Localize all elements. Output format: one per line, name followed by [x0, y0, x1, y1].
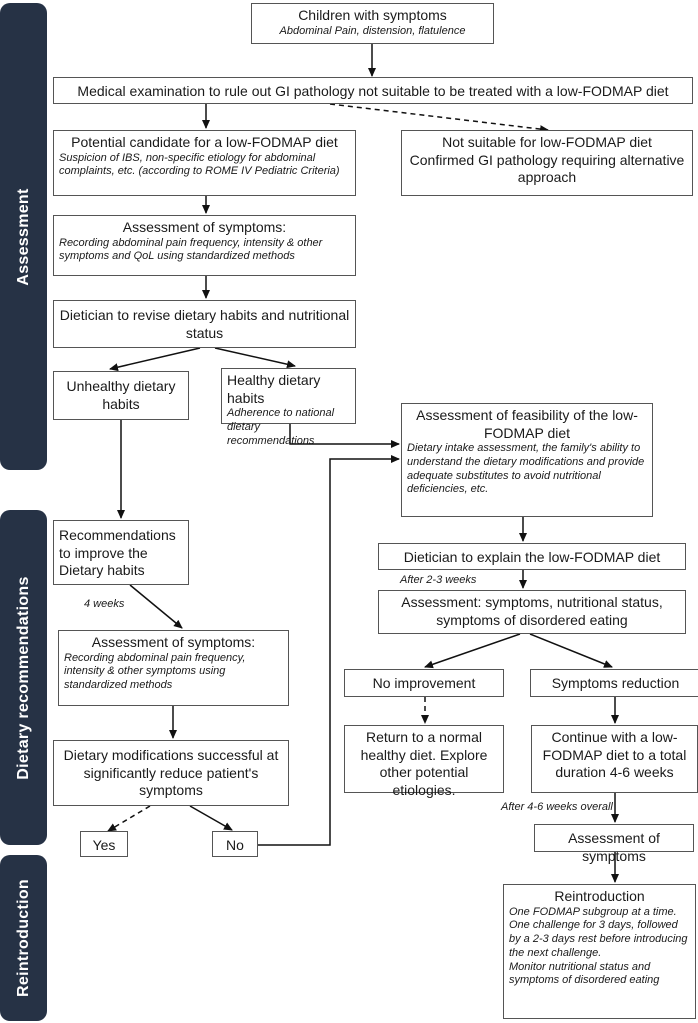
reintroduction-sub3: Monitor nutritional status and symptoms …	[509, 960, 660, 987]
assessment-symptoms-4-title: Assessment of symptoms	[568, 830, 660, 864]
reintroduction-sub2: One challenge for 3 days, followed by a …	[509, 919, 688, 959]
dietary-side-label: Dietary recommendations	[0, 510, 47, 845]
arrow-assess3-noimprovement	[424, 633, 521, 669]
return-title: Return to a normal healthy diet. Explore…	[360, 729, 488, 798]
explain-title: Dietician to explain the low-FODMAP diet	[403, 549, 661, 565]
after-4-6-weeks-label: After 4-6 weeks overall	[501, 801, 613, 813]
continue-box: Continue with a low-FODMAP diet to a tot…	[531, 725, 698, 793]
assessment-symptoms-2-sub: Recording abdominal pain frequency, inte…	[64, 651, 246, 692]
healthy-sub: Adherence to national dietary recommenda…	[227, 407, 335, 447]
medical-exam-box: Medical examination to rule out GI patho…	[53, 77, 693, 104]
modifications-title: Dietary modifications successful at sign…	[63, 747, 279, 798]
assessment-status-title: Assessment: symptoms, nutritional status…	[401, 594, 663, 628]
feasibility-title: Assessment of feasibility of the low-FOD…	[416, 407, 638, 441]
modifications-box: Dietary modifications successful at sign…	[53, 740, 289, 806]
not-suitable-line1: Not suitable for low-FODMAP diet	[442, 134, 652, 150]
yes-title: Yes	[92, 837, 116, 853]
symptoms-reduction-title: Symptoms reduction	[551, 675, 680, 691]
reintroduction-side-label: Reintroduction	[0, 855, 47, 1021]
explain-box: Dietician to explain the low-FODMAP diet	[378, 543, 686, 570]
after-2-3-weeks-label: After 2-3 weeks	[400, 574, 477, 586]
assessment-symptoms-2-title: Assessment of symptoms:	[91, 634, 256, 650]
candidate-box: Potential candidate for a low-FODMAP die…	[53, 130, 356, 196]
arrow-recommend-assess2	[129, 584, 183, 629]
arrow-dietician-healthy	[214, 347, 296, 369]
unhealthy-box: Unhealthy dietary habits	[53, 371, 189, 420]
candidate-title: Potential candidate for a low-FODMAP die…	[71, 134, 338, 150]
arrow-healthy-feasibility	[289, 424, 400, 448]
assessment-side-label: Assessment	[0, 3, 47, 470]
not-suitable-box: Not suitable for low-FODMAP diet Confirm…	[401, 130, 693, 196]
continue-title: Continue with a low-FODMAP diet to a tot…	[542, 729, 687, 780]
arrow-no-feasibility	[258, 455, 400, 846]
medical-exam-title: Medical examination to rule out GI patho…	[77, 83, 669, 99]
candidate-sub: Suspicion of IBS, non-specific etiology …	[59, 151, 340, 178]
healthy-box: Healthy dietary habits Adherence to nati…	[221, 368, 356, 447]
return-box: Return to a normal healthy diet. Explore…	[344, 725, 504, 798]
no-improvement-title: No improvement	[372, 675, 476, 691]
children-sub: Abdominal Pain, distension, flatulence	[279, 24, 466, 37]
no-title: No	[226, 837, 244, 853]
children-box: Children with symptoms Abdominal Pain, d…	[251, 3, 494, 44]
assessment-symptoms-1-title: Assessment of symptoms:	[122, 219, 287, 235]
arrow-modifications-yes	[107, 805, 151, 832]
assessment-symptoms-box-2: Assessment of symptoms: Recording abdomi…	[58, 630, 289, 706]
reintroduction-title: Reintroduction	[554, 888, 645, 904]
assessment-status-box: Assessment: symptoms, nutritional status…	[378, 590, 686, 634]
children-title: Children with symptoms	[298, 7, 447, 23]
recommendations-box: Recommendations to improve the Dietary h…	[53, 520, 189, 585]
reintroduction-sub1: One FODMAP subgroup at a time.	[509, 905, 677, 918]
yes-box: Yes	[80, 831, 128, 857]
arrow-modifications-no	[189, 805, 233, 831]
arrow-medical-notsuitable	[329, 103, 549, 134]
dietician-revise-box: Dietician to revise dietary habits and n…	[53, 300, 356, 348]
arrow-assess3-reduction	[529, 633, 613, 668]
four-weeks-label: 4 weeks	[84, 598, 125, 610]
unhealthy-title: Unhealthy dietary habits	[66, 378, 176, 412]
assessment-symptoms-box-1: Assessment of symptoms: Recording abdomi…	[53, 215, 356, 276]
healthy-title: Healthy dietary habits	[227, 372, 321, 406]
feasibility-box: Assessment of feasibility of the low-FOD…	[401, 403, 653, 517]
not-suitable-line2: Confirmed GI pathology requiring alterna…	[409, 151, 685, 186]
no-improvement-box: No improvement	[344, 669, 504, 697]
feasibility-sub: Dietary intake assessment, the family's …	[407, 442, 645, 496]
recommendations-title: Recommendations to improve the Dietary h…	[59, 527, 176, 578]
dietician-revise-title: Dietician to revise dietary habits and n…	[59, 307, 350, 341]
reintroduction-box: Reintroduction One FODMAP subgroup at a …	[503, 884, 696, 1019]
assessment-symptoms-1-sub: Recording abdominal pain frequency, inte…	[59, 236, 323, 263]
arrow-dietician-unhealthy	[109, 347, 201, 372]
symptoms-reduction-box: Symptoms reduction	[530, 669, 698, 697]
no-box: No	[212, 831, 258, 857]
assessment-symptoms-box-4: Assessment of symptoms	[534, 824, 694, 864]
